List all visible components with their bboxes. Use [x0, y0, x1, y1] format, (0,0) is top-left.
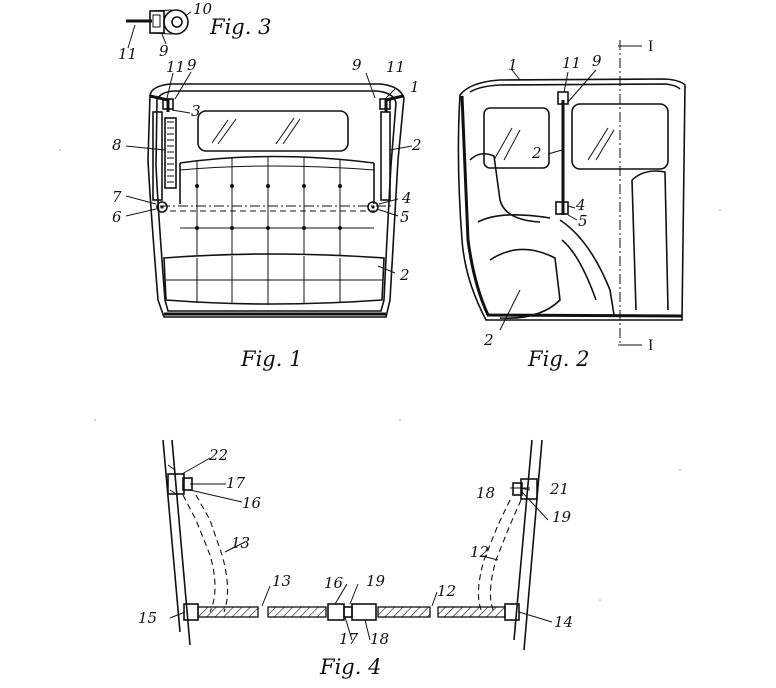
fig1-hinge-left [156, 201, 168, 213]
fig3-caption: Fig. 3 [209, 15, 271, 39]
fig2-section-mark: I [648, 337, 653, 354]
fig4-folded-panel-13 [182, 494, 216, 613]
fig3-key-detail: 10 11 9 Fig. 3 [118, 0, 271, 63]
fig4-ref-label: 18 [476, 484, 495, 502]
fig1-ref-label: 11 [386, 58, 405, 76]
fig4-ref-label: 13 [231, 534, 250, 552]
fig4-ref-label: 12 [470, 543, 489, 561]
fig1-tufting-buttons [195, 184, 342, 230]
fig1-rear-window [197, 110, 349, 152]
fig4-ref-label: 18 [370, 630, 389, 648]
fig1-ref-label: 2 [399, 266, 410, 284]
fig1-ref-label: 5 [400, 208, 410, 226]
fig4-ref-label: 19 [552, 508, 572, 526]
fig1-ref-label: 7 [112, 188, 122, 206]
fig4-bracket-22 [167, 473, 185, 495]
fig4-latch-16 [327, 603, 345, 621]
fig2-caption: Fig. 2 [527, 347, 589, 371]
fig4-panel-12b [437, 606, 506, 618]
fig4-panel-13b [267, 606, 327, 618]
fig4-ref-label: 13 [272, 572, 291, 590]
fig1-strut-left [164, 117, 177, 189]
fig4-ref-label: 15 [138, 609, 157, 627]
fig1-ref-label: 2 [411, 136, 422, 154]
fig4-ref-label: 22 [208, 446, 228, 464]
fig1-ref-label: 1 [410, 78, 420, 96]
fig2-ref-label: 2 [483, 331, 494, 349]
fig2-ref-label: 2 [531, 144, 542, 162]
fig1-ref-label: 11 [166, 58, 185, 76]
fig4-latch-18 [351, 603, 377, 621]
fig1-rear-seat-view: 11 9 3 8 7 6 9 11 1 2 4 5 2 Fig. 1 [112, 56, 422, 371]
fig1-ref-label: 6 [112, 208, 122, 226]
fig4-ref-label: 14 [554, 613, 573, 631]
fig2-side-section-view: 11 9 1 2 4 5 2 I I Fig. 2 [457, 38, 686, 371]
fig1-ref-label: 9 [187, 56, 197, 74]
fig4-ref-label: 16 [324, 574, 344, 592]
fig4-ref-label: 17 [226, 474, 246, 492]
fig2-body-outline [457, 78, 686, 321]
fig3-ref-label: 10 [193, 0, 213, 18]
fig1-caption: Fig. 1 [240, 347, 302, 371]
fig3-lock-body [149, 10, 165, 34]
fig2-ref-label: 11 [562, 54, 581, 72]
fig4-folded-panel-12 [489, 499, 522, 613]
fig1-seat-cushion [163, 253, 385, 305]
fig4-ref-label: 12 [437, 582, 456, 600]
fig3-ref-label: 9 [159, 42, 169, 60]
fig3-ref-label: 11 [118, 45, 137, 63]
fig2-ref-label: 5 [578, 212, 588, 230]
fig3-lock-cylinder [163, 9, 189, 35]
fig2-section-mark: I [648, 38, 653, 55]
fig1-ref-label: 4 [401, 189, 412, 207]
fig4-caption: Fig. 4 [319, 655, 381, 679]
paper-specks [59, 149, 721, 601]
fig1-strut-right [380, 111, 391, 201]
fig1-ref-label: 8 [112, 136, 122, 154]
fig4-ref-label: 21 [549, 480, 569, 498]
fig2-ref-label: 9 [592, 52, 602, 70]
fig1-hinge-right [367, 201, 379, 213]
fig4-ref-label: 17 [339, 630, 359, 648]
fig2-side-window [483, 107, 550, 169]
fig1-body-shell [147, 83, 405, 318]
fig2-ref-label: 1 [508, 56, 518, 74]
fig4-ref-label: 19 [366, 572, 386, 590]
fig1-ref-label: 3 [191, 102, 201, 120]
fig1-ref-label: 9 [352, 56, 362, 74]
fig4-panel-13a [197, 606, 259, 618]
fig2-seat [489, 248, 561, 319]
fig4-panel-12a [377, 606, 431, 618]
fig4-plan-section-view: 22 17 16 13 15 13 16 19 17 18 12 12 18 2… [138, 439, 573, 679]
fig2-ref-label: 4 [575, 196, 586, 214]
fig4-ref-label: 16 [242, 494, 262, 512]
